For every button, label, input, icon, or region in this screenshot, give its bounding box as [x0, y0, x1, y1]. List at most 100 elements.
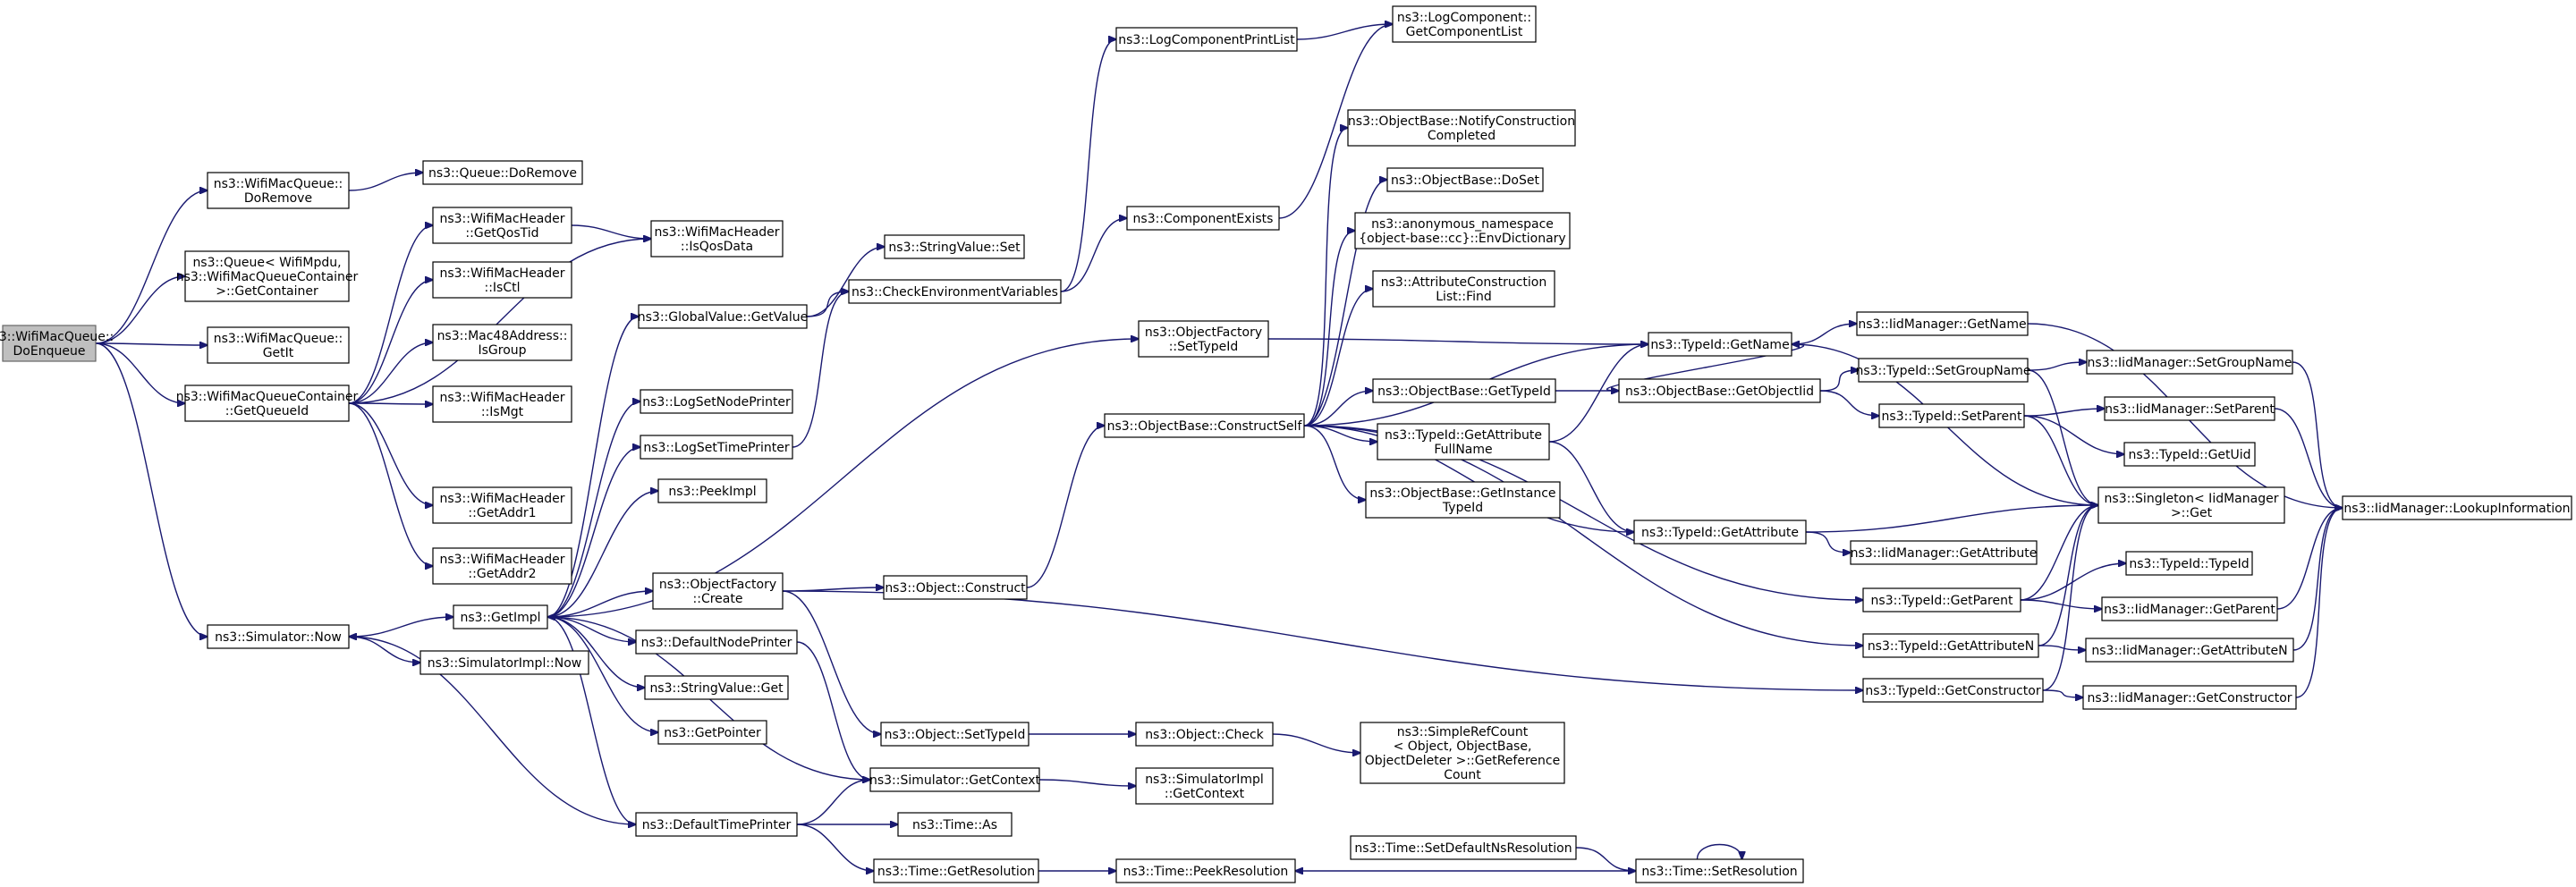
node-box — [657, 720, 767, 745]
graph-node-timegetres[interactable]: ns3::Time::GetResolution — [873, 858, 1039, 883]
graph-node-typeidgetname[interactable]: ns3::TypeId::GetName — [1648, 332, 1792, 357]
node-box — [848, 279, 1062, 304]
node-label: ns3::CheckEnvironmentVariables — [852, 285, 1058, 300]
graph-node-typeidtypeid[interactable]: ns3::TypeId::TypeId — [2125, 551, 2253, 576]
graph-node-ismgt[interactable]: ns3::WifiMacHeader::IsMgt — [432, 385, 572, 423]
graph-node-logsettime[interactable]: ns3::LogSetTimePrinter — [640, 435, 793, 460]
graph-node-getobjectiid[interactable]: ns3::ObjectBase::GetObjectIid — [1618, 378, 1821, 403]
call-edge — [2038, 505, 2098, 646]
graph-node-simplerefcount[interactable]: ns3::SimpleRefCount< Object, ObjectBase,… — [1360, 722, 1565, 784]
graph-node-simimplnow[interactable]: ns3::SimulatorImpl::Now — [419, 650, 589, 675]
graph-node-stringvalueget[interactable]: ns3::StringValue::Get — [644, 675, 789, 700]
graph-node-typeidsetgroupname[interactable]: ns3::TypeId::SetGroupName — [1855, 358, 2031, 383]
graph-node-objcheck[interactable]: ns3::Object::Check — [1135, 722, 1274, 747]
graph-node-isctl[interactable]: ns3::WifiMacHeader::IsCtl — [432, 261, 572, 299]
graph-node-getcontainer[interactable]: ns3::Queue< WifiMpdu, ns3::WifiMacQueueC… — [176, 250, 359, 302]
graph-node-logcompprintlist[interactable]: ns3::LogComponentPrintList — [1115, 27, 1298, 52]
graph-node-setresolution[interactable]: ns3::Time::SetResolution — [1635, 858, 1804, 883]
graph-node-constructself[interactable]: ns3::ObjectBase::ConstructSelf — [1104, 413, 1305, 438]
graph-node-simnow[interactable]: ns3::Simulator::Now — [207, 624, 350, 649]
graph-node-checkenv[interactable]: ns3::CheckEnvironmentVariables — [848, 279, 1062, 304]
node-label: DoRemove — [244, 191, 312, 206]
graph-node-defaulttimeprinter[interactable]: ns3::DefaultTimePrinter — [635, 812, 798, 837]
graph-node-iidgetattrn[interactable]: ns3::IidManager::GetAttributeN — [2085, 638, 2294, 663]
graph-node-simgetcontext[interactable]: ns3::Simulator::GetContext — [869, 767, 1041, 792]
call-edge — [348, 403, 433, 404]
node-label: ::GetQueueId — [225, 404, 309, 418]
graph-node-getcomplist[interactable]: ns3::LogComponent::GetComponentList — [1392, 5, 1537, 43]
graph-node-simimplgetcontext[interactable]: ns3::SimulatorImpl::GetContext — [1135, 767, 1274, 805]
node-label: ns3::WifiMacHeader — [439, 492, 564, 506]
node-box — [432, 324, 572, 361]
graph-node-getit[interactable]: ns3::WifiMacQueue::GetIt — [207, 326, 350, 364]
graph-node-timeas[interactable]: ns3::Time::As — [897, 812, 1013, 837]
graph-node-getqostid[interactable]: ns3::WifiMacHeader::GetQosTid — [432, 207, 572, 244]
call-edge — [1060, 218, 1127, 292]
node-box — [2104, 396, 2275, 421]
node-label: ns3::TypeId::GetUid — [2128, 448, 2250, 462]
node-label: ns3::GetImpl — [460, 611, 540, 625]
graph-node-globalgetvalue[interactable]: ns3::GlobalValue::GetValue — [638, 304, 808, 329]
graph-node-objconstruct[interactable]: ns3::Object::Construct — [883, 575, 1028, 600]
graph-node-iidgetattribute[interactable]: ns3::IidManager::GetAttribute — [1850, 540, 2038, 565]
node-label: ns3::SimpleRefCount — [1397, 725, 1529, 739]
graph-node-doremove[interactable]: ns3::WifiMacQueue::DoRemove — [207, 172, 350, 209]
graph-node-root[interactable]: ns3::WifiMacQueue::DoEnqueue — [0, 325, 114, 362]
node-box — [2123, 442, 2256, 467]
graph-node-typeidgetconstructor[interactable]: ns3::TypeId::GetConstructor — [1862, 678, 2044, 703]
graph-node-defaultnodeprinter[interactable]: ns3::DefaultNodePrinter — [635, 629, 798, 655]
graph-node-notifyconstruct[interactable]: ns3::ObjectBase::NotifyConstructionCompl… — [1347, 109, 1576, 147]
node-label: ns3::TypeId::GetConstructor — [1865, 684, 2040, 698]
graph-node-getpointer[interactable]: ns3::GetPointer — [657, 720, 767, 745]
graph-node-obgettypeid[interactable]: ns3::ObjectBase::GetTypeId — [1372, 378, 1556, 403]
graph-node-setdefaultnsres[interactable]: ns3::Time::SetDefaultNsResolution — [1350, 835, 1577, 860]
graph-node-typeidgetuid[interactable]: ns3::TypeId::GetUid — [2123, 442, 2256, 467]
node-box — [1350, 835, 1577, 860]
graph-node-getimpl[interactable]: ns3::GetImpl — [453, 604, 548, 629]
graph-node-iidgetparent[interactable]: ns3::IidManager::GetParent — [2101, 596, 2278, 621]
graph-node-peekimpl[interactable]: ns3::PeekImpl — [657, 478, 767, 503]
node-label: {object-base::cc}::EnvDictionary — [1359, 232, 1565, 246]
graph-node-peekres[interactable]: ns3::Time::PeekResolution — [1115, 858, 1296, 883]
graph-node-isqosdata[interactable]: ns3::WifiMacHeader::IsQosData — [650, 220, 784, 258]
graph-node-isgroup[interactable]: ns3::Mac48Address::IsGroup — [432, 324, 572, 361]
graph-node-qdoremove[interactable]: ns3::Queue::DoRemove — [422, 160, 583, 185]
call-edge — [1272, 733, 1360, 753]
node-box — [1377, 423, 1550, 460]
graph-node-singletonget[interactable]: ns3::Singleton< IidManager >::Get — [2097, 486, 2285, 524]
graph-node-typeidgetattribute[interactable]: ns3::TypeId::GetAttribute — [1633, 520, 1807, 545]
node-label: TypeId — [1442, 501, 1483, 515]
graph-node-objsettypeid[interactable]: ns3::Object::SetTypeId — [880, 722, 1030, 747]
node-box — [2101, 596, 2278, 621]
call-edge — [95, 342, 185, 403]
graph-node-iidgetname[interactable]: ns3::IidManager::GetName — [1856, 311, 2029, 336]
graph-node-typeidsetparent[interactable]: ns3::TypeId::SetParent — [1878, 403, 2025, 428]
graph-node-getaddr2[interactable]: ns3::WifiMacHeader::GetAddr2 — [432, 547, 572, 585]
node-box — [2086, 350, 2293, 375]
graph-node-iidgetconstructor[interactable]: ns3::IidManager::GetConstructor — [2082, 685, 2297, 710]
graph-node-doset[interactable]: ns3::ObjectBase::DoSet — [1386, 167, 1544, 192]
node-label: ns3::TypeId::SetGroupName — [1855, 364, 2030, 378]
graph-node-getaddr1[interactable]: ns3::WifiMacHeader::GetAddr1 — [432, 486, 572, 524]
call-edge — [95, 342, 208, 637]
graph-node-stringvalueset[interactable]: ns3::StringValue::Set — [884, 234, 1025, 259]
graph-node-objfactorysettypeid[interactable]: ns3::ObjectFactory::SetTypeId — [1138, 320, 1269, 358]
graph-node-logsetnode[interactable]: ns3::LogSetNodePrinter — [640, 389, 793, 414]
graph-node-iidsetgroupname[interactable]: ns3::IidManager::SetGroupName — [2086, 350, 2293, 375]
graph-node-typeidgetparent[interactable]: ns3::TypeId::GetParent — [1862, 587, 2021, 612]
graph-node-componentexists[interactable]: ns3::ComponentExists — [1126, 206, 1280, 231]
graph-node-objfactorycreate[interactable]: ns3::ObjectFactory::Create — [652, 572, 784, 610]
graph-node-envdict[interactable]: ns3::anonymous_namespace{object-base::cc… — [1354, 212, 1571, 249]
graph-node-getqueueid[interactable]: ns3::WifiMacQueueContainer::GetQueueId — [176, 384, 359, 422]
graph-node-iidsetparent[interactable]: ns3::IidManager::SetParent — [2104, 396, 2275, 421]
graph-node-lookupinfo[interactable]: ns3::IidManager::LookupInformation — [2342, 495, 2572, 520]
node-box — [652, 572, 784, 610]
node-label: ns3::Simulator::Now — [215, 630, 342, 645]
node-label: ns3::Time::GetResolution — [877, 865, 1035, 879]
call-edge — [1696, 843, 1742, 860]
graph-node-typeidgetattrn[interactable]: ns3::TypeId::GetAttributeN — [1862, 633, 2039, 658]
node-label: ns3::WifiMacHeader — [439, 553, 564, 567]
